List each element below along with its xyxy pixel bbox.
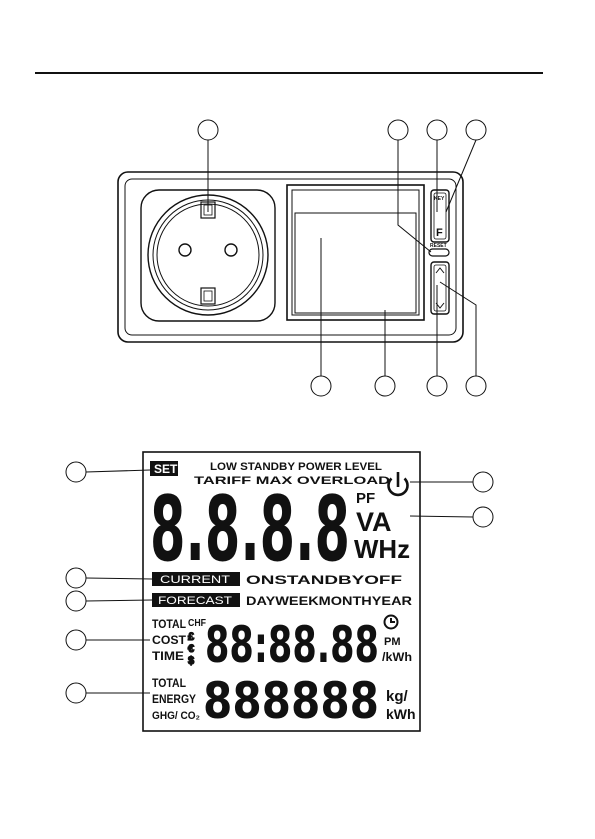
set-badge: SET bbox=[154, 462, 178, 476]
ghg-co2-label: GHG/ CO₂ bbox=[152, 710, 200, 722]
chf-label: CHF bbox=[188, 618, 206, 629]
callout-circle bbox=[473, 507, 493, 527]
key-label: KEY bbox=[434, 196, 445, 202]
kwh2-label: kWh bbox=[386, 706, 416, 722]
energy-digits: 888888 bbox=[203, 672, 379, 730]
callout-circle bbox=[473, 472, 493, 492]
socket-pin-hole-right bbox=[225, 244, 237, 256]
reset-button[interactable] bbox=[429, 249, 449, 256]
dayweekmonthyear-label: DAYWEEKMONTHYEAR bbox=[246, 594, 412, 608]
current-badge: CURRENT bbox=[160, 574, 230, 586]
cost-digits: 88:88.88 bbox=[205, 616, 379, 674]
callout-circle bbox=[66, 630, 86, 650]
device-outer-body bbox=[118, 172, 463, 342]
callout-circle bbox=[311, 376, 331, 396]
callout-circle bbox=[427, 376, 447, 396]
whz-unit: WHz bbox=[354, 534, 410, 564]
socket-pin-hole-left bbox=[179, 244, 191, 256]
va-unit: VA bbox=[356, 507, 392, 537]
reset-label: RESET bbox=[430, 243, 447, 249]
device-front bbox=[118, 172, 463, 342]
device-inner-body bbox=[125, 179, 456, 335]
low-standby-power-level-label: LOW STANDBY POWER LEVEL bbox=[210, 461, 382, 473]
leader-lines-bottom bbox=[321, 238, 476, 376]
time-label: TIME bbox=[152, 649, 184, 663]
total-energy-total-label: TOTAL bbox=[152, 676, 186, 690]
euro-icon: € bbox=[188, 643, 194, 655]
callout-circle bbox=[466, 376, 486, 396]
callout-circle bbox=[466, 120, 486, 140]
callout-circle bbox=[388, 120, 408, 140]
callouts-lcd-right bbox=[473, 472, 493, 527]
total-label: TOTAL bbox=[152, 617, 186, 631]
pound-icon: £ bbox=[188, 631, 194, 643]
callouts-bottom bbox=[311, 376, 486, 396]
pf-unit: PF bbox=[356, 490, 375, 507]
callout-circle bbox=[66, 462, 86, 482]
pm-label: PM bbox=[384, 636, 401, 648]
callout-circle bbox=[427, 120, 447, 140]
display-window bbox=[287, 185, 424, 320]
energy-label: ENERGY bbox=[152, 692, 196, 706]
dollar-icon: $ bbox=[188, 655, 194, 667]
callout-circle bbox=[198, 120, 218, 140]
leader-lines-lcd-left bbox=[86, 470, 152, 693]
callout-circle bbox=[66, 568, 86, 588]
kg-label: kg/ bbox=[386, 688, 409, 705]
callout-circle bbox=[375, 376, 395, 396]
chevron-up-icon bbox=[436, 268, 444, 273]
currency-icons: £ € $ bbox=[188, 631, 194, 667]
callout-circle bbox=[66, 591, 86, 611]
main-digits: 8.8.8.8 bbox=[150, 477, 350, 582]
function-label: F bbox=[436, 227, 443, 239]
callouts-top bbox=[198, 120, 486, 140]
kwh-label: /kWh bbox=[382, 650, 412, 664]
cost-label: COST bbox=[152, 633, 187, 647]
callout-circle bbox=[66, 683, 86, 703]
onstandbyoff-label: ONSTANDBYOFF bbox=[246, 573, 402, 587]
callouts-lcd-left bbox=[66, 462, 86, 703]
forecast-badge: FORECAST bbox=[158, 595, 232, 607]
